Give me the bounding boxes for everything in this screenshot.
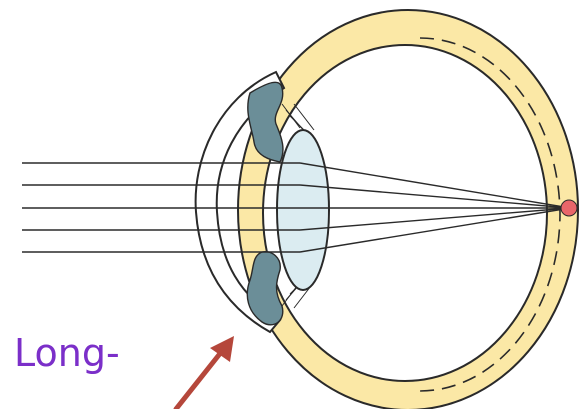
caption-long-sightedness: Long- (14, 334, 120, 372)
lens (277, 130, 329, 290)
arrow-up-right-icon (176, 336, 234, 409)
light-rays-refracted (300, 163, 570, 252)
focal-point (561, 200, 577, 216)
